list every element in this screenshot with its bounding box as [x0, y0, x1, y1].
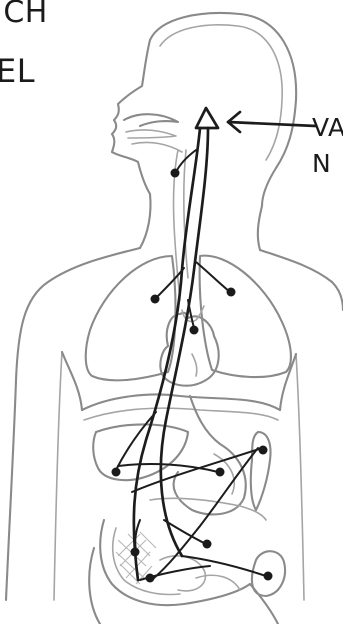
nerve-branch-liver	[116, 412, 156, 470]
right-arm-inner	[296, 354, 304, 600]
top-text-line-1: ICH	[0, 0, 48, 30]
top-text-line-2: EL	[0, 52, 35, 90]
head-inner-contour	[160, 25, 282, 160]
right-shoulder	[260, 250, 343, 310]
nerve-label-line-2: N	[312, 149, 331, 178]
left-lung	[86, 256, 176, 380]
oral-cavity	[126, 130, 176, 138]
diaphragm-inner	[84, 408, 278, 420]
node-left-lung	[151, 295, 160, 304]
nerve-trunk-left	[134, 128, 200, 580]
diaphragm	[82, 395, 280, 410]
left-torso	[62, 352, 82, 410]
neck-left	[140, 194, 151, 248]
handwritten-labels: ICH EL VA N	[0, 0, 343, 178]
node-heart	[190, 326, 199, 335]
head-outline	[150, 13, 296, 206]
node-stomach	[216, 468, 225, 477]
node-right-lung	[227, 288, 236, 297]
neck-right	[258, 206, 262, 250]
tongue	[132, 142, 182, 152]
spleen	[251, 432, 271, 510]
left-arm-inner	[54, 352, 62, 600]
liver	[93, 424, 188, 480]
nerve-branch-right-lung	[196, 262, 230, 292]
right-lung	[200, 256, 291, 377]
colon-right	[250, 584, 278, 624]
small-intestine	[100, 520, 250, 605]
right-torso	[280, 354, 296, 410]
node-pharynx	[171, 169, 180, 178]
left-shoulder	[6, 248, 140, 600]
colon	[89, 548, 100, 624]
node-liver	[112, 468, 121, 477]
nerve-branch-heart	[188, 300, 194, 328]
arrow-shaft	[228, 122, 316, 126]
node-spleen	[259, 446, 268, 455]
vagus-nerve	[112, 108, 273, 583]
stomach	[174, 396, 246, 514]
node-kidney	[264, 572, 273, 581]
nerve-label-line-1: VA	[312, 113, 343, 142]
heart-detail	[192, 354, 197, 376]
nasal-cavity	[124, 114, 178, 126]
node-intestine	[131, 548, 140, 557]
abdomen	[82, 395, 285, 624]
intestine-loop-2	[196, 575, 240, 590]
nerve-crossing	[154, 448, 258, 578]
heart	[160, 306, 218, 386]
node-pancreas	[203, 540, 212, 549]
pointer-arrow	[228, 112, 316, 132]
brainstem-triangle	[196, 108, 218, 128]
nerve-branch-stomach	[118, 464, 218, 472]
